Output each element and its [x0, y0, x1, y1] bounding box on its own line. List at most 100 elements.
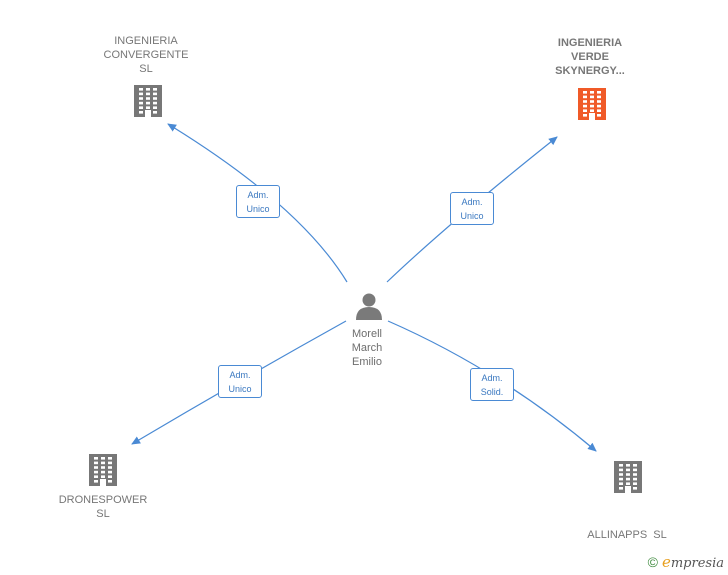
building-window	[108, 457, 112, 460]
building-icon[interactable]	[89, 454, 117, 486]
building-window	[590, 104, 594, 108]
role-line: Unico	[460, 211, 484, 221]
building-window	[101, 466, 105, 469]
building-window	[583, 104, 587, 108]
building-window	[597, 109, 601, 112]
building-window	[626, 468, 630, 472]
building-window	[139, 97, 143, 100]
building-window	[139, 92, 143, 96]
building-window	[597, 104, 601, 108]
building-window	[626, 482, 630, 485]
building-icon[interactable]	[134, 85, 162, 117]
building-window	[590, 100, 594, 103]
building-window	[108, 475, 112, 478]
building-window	[101, 470, 105, 474]
building-window	[583, 100, 587, 103]
building-icon[interactable]	[578, 88, 606, 120]
brand-logo: empresia	[661, 553, 724, 571]
building-window	[108, 466, 112, 469]
edge-role-convergente: Adm. Unico	[236, 185, 280, 218]
company-label-convergente[interactable]: INGENIERIA CONVERGENTE SL	[86, 34, 206, 76]
building-window	[619, 468, 623, 472]
building-window	[94, 475, 98, 478]
building-door	[589, 113, 595, 120]
company-label-verde[interactable]: INGENIERIA VERDE SKYNERGY...	[530, 36, 650, 78]
brand-initial: e	[661, 553, 671, 571]
building-window	[146, 97, 150, 100]
building-window	[139, 106, 143, 109]
person-name-line: March	[351, 342, 383, 354]
company-name-line: ALLINAPPS SL	[587, 529, 667, 541]
building-window	[597, 91, 601, 94]
company-name-line: CONVERGENTE	[103, 49, 189, 61]
building-window	[153, 88, 157, 91]
building-window	[590, 95, 594, 99]
building-window	[633, 477, 637, 481]
building-window	[146, 92, 150, 96]
building-window	[94, 480, 98, 483]
building-window	[597, 100, 601, 103]
company-name-line: SL	[139, 63, 153, 75]
building-window	[101, 475, 105, 478]
building-window	[101, 457, 105, 460]
building-window	[597, 95, 601, 99]
company-label-dronespower[interactable]: DRONESPOWER SL	[43, 493, 163, 521]
role-line: Adm.	[229, 370, 251, 380]
building-window	[153, 97, 157, 100]
person-icon[interactable]	[356, 293, 382, 321]
building-window	[139, 101, 143, 105]
building-window	[94, 466, 98, 469]
building-window	[626, 464, 630, 467]
edge-role-dronespower: Adm. Unico	[218, 365, 262, 398]
role-line: Adm.	[481, 373, 503, 383]
building-window	[153, 111, 157, 114]
building-window	[153, 106, 157, 109]
building-door	[145, 110, 151, 117]
role-line: Adm.	[247, 190, 269, 200]
building-window	[633, 482, 637, 485]
building-window	[590, 109, 594, 112]
brand-name: mpresia	[670, 556, 724, 571]
building-window	[597, 114, 601, 117]
building-window	[153, 92, 157, 96]
building-window	[590, 91, 594, 94]
building-icon[interactable]	[614, 461, 642, 493]
company-name-line: VERDE	[571, 51, 609, 63]
role-line: Adm.	[461, 197, 483, 207]
company-name-line: INGENIERIA	[557, 37, 623, 49]
role-line: Unico	[228, 384, 252, 394]
building-window	[633, 487, 637, 490]
building-window	[108, 470, 112, 474]
building-window	[94, 470, 98, 474]
building-window	[583, 95, 587, 99]
company-name-line: SKYNERGY...	[555, 65, 625, 77]
building-window	[626, 477, 630, 481]
role-line: Unico	[246, 204, 270, 214]
building-window	[108, 461, 112, 465]
building-window	[583, 114, 587, 117]
building-door	[625, 486, 631, 493]
role-line: Solid.	[480, 387, 504, 397]
building-window	[153, 101, 157, 105]
building-window	[101, 461, 105, 465]
building-window	[619, 477, 623, 481]
building-window	[633, 473, 637, 476]
edge-role-allinapps: Adm. Solid.	[470, 368, 514, 401]
building-window	[139, 88, 143, 91]
building-door	[100, 479, 106, 486]
building-window	[619, 482, 623, 485]
copyright-symbol: ©	[647, 554, 658, 570]
person-name-label[interactable]: Morell March Emilio	[329, 327, 405, 369]
building-window	[633, 464, 637, 467]
building-window	[108, 480, 112, 483]
building-window	[619, 464, 623, 467]
building-window	[633, 468, 637, 472]
company-name-line: INGENIERIA	[114, 35, 178, 47]
company-label-allinapps[interactable]: ALLINAPPS SL	[567, 500, 687, 556]
company-name-line: DRONESPOWER	[58, 494, 148, 506]
building-window	[583, 91, 587, 94]
building-window	[146, 88, 150, 91]
building-window	[94, 461, 98, 465]
building-window	[619, 473, 623, 476]
